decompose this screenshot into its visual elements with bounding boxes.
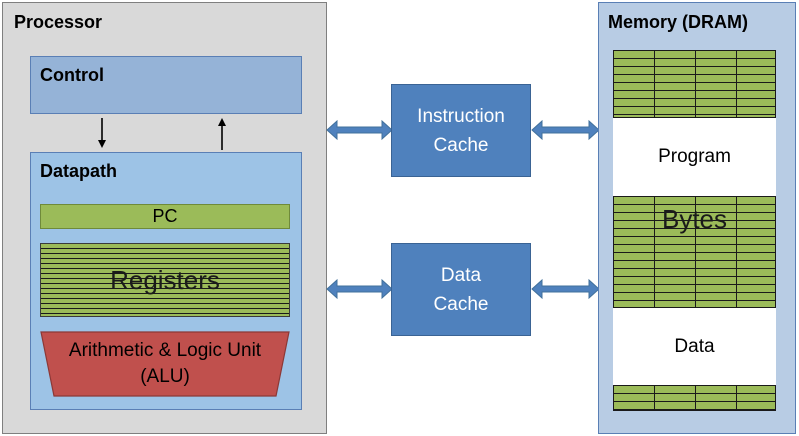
icache-memory-arrow — [531, 119, 600, 141]
memory-bytes-bottom — [613, 385, 776, 411]
processor-icache-arrow — [326, 119, 393, 141]
instruction-cache-label-line1: Instruction — [417, 105, 505, 127]
instruction-cache-box: Instruction Cache — [391, 84, 531, 177]
datapath-title: Datapath — [40, 161, 118, 181]
alu-shape — [40, 331, 290, 397]
data-cache-box: Data Cache — [391, 243, 531, 336]
instruction-cache-label-line2: Cache — [433, 134, 489, 156]
alu-label-line1: Arithmetic & Logic Unit — [68, 340, 262, 361]
memory-program-region: Program — [613, 118, 776, 196]
control-box — [30, 56, 302, 114]
memory-data-region: Data — [613, 308, 776, 385]
memory-title: Memory (DRAM) — [608, 12, 749, 32]
registers-label: Registers — [110, 264, 220, 295]
registers-block: Registers — [40, 243, 290, 317]
processor-title: Processor — [14, 12, 103, 32]
data-cache-label-line1: Data — [440, 264, 482, 286]
memory-bytes-top — [613, 50, 776, 118]
processor-dcache-arrow — [326, 278, 393, 300]
control-title: Control — [40, 65, 104, 85]
pc-register: PC — [40, 204, 290, 229]
memory-bytes-middle — [613, 196, 776, 308]
alu-label: Arithmetic & Logic Unit (ALU) — [40, 331, 290, 397]
memory-bytes-label: Bytes — [661, 204, 728, 234]
data-cache-label-line2: Cache — [433, 293, 489, 315]
dcache-memory-arrow — [531, 278, 600, 300]
alu-label-line2: (ALU) — [140, 366, 190, 387]
